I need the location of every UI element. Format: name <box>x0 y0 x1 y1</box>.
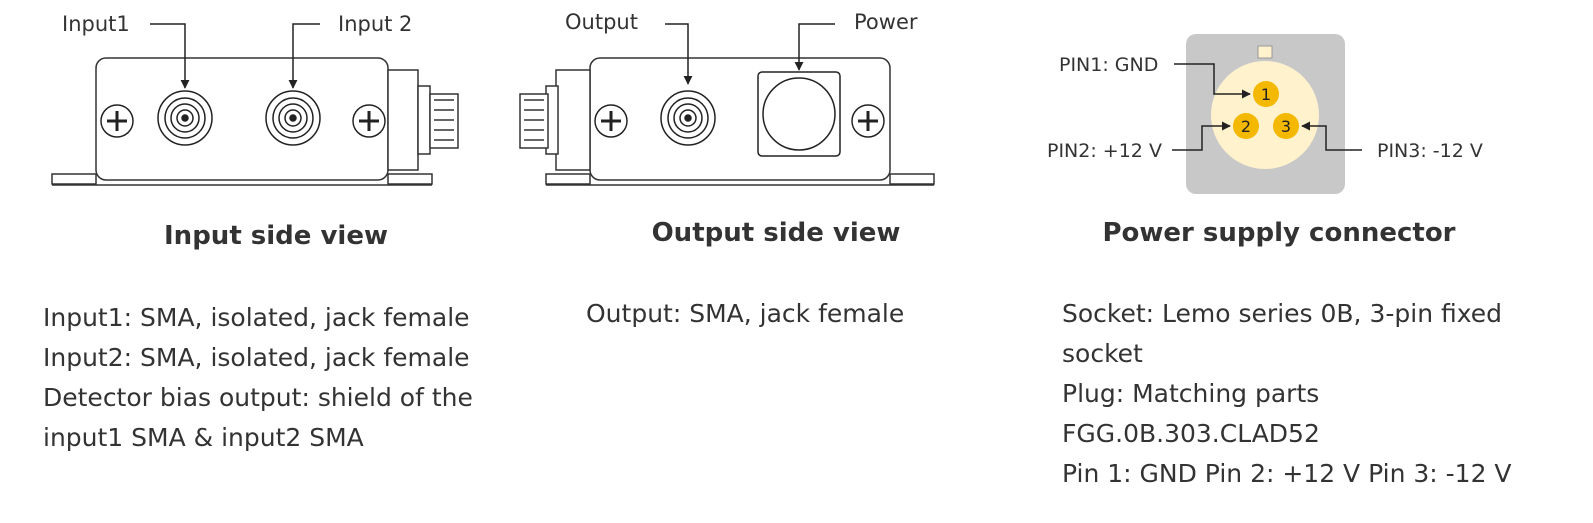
desc-line: Plug: Matching parts <box>1062 379 1320 408</box>
pin3-number: 3 <box>1281 117 1291 136</box>
pin3-label: PIN3: -12 V <box>1377 140 1483 162</box>
input-side-device <box>51 57 459 186</box>
desc-line: FGG.0B.303.CLAD52 <box>1062 419 1320 448</box>
desc-line: Input2: SMA, isolated, jack female <box>43 343 470 372</box>
output-sma-connector-icon <box>660 90 716 146</box>
input-screw-left-icon <box>100 104 134 138</box>
desc-line: Pin 1: GND Pin 2: +12 V Pin 3: -12 V <box>1062 459 1512 488</box>
power-socket-icon <box>757 71 841 157</box>
output-callout-arrow <box>665 23 693 85</box>
desc-line: socket <box>1062 339 1143 368</box>
pin2-contact <box>1233 113 1259 139</box>
input1-label: Input1 <box>62 12 130 36</box>
pin2-number: 2 <box>1241 117 1251 136</box>
input-screw-right-icon <box>352 104 386 138</box>
input-side-description: Input1: SMA, isolated, jack female Input… <box>43 298 473 458</box>
input1-sma-connector-icon <box>157 90 213 146</box>
output-screw-left-icon <box>594 104 628 138</box>
connector-face <box>1211 61 1319 169</box>
pin2-callout-arrow <box>1172 121 1231 151</box>
pin1-label: PIN1: GND <box>1059 54 1158 76</box>
connector-description: Socket: Lemo series 0B, 3-pin fixed sock… <box>1062 294 1512 494</box>
input1-callout-arrow <box>150 23 190 89</box>
output-side-caption: Output side view <box>651 218 901 248</box>
input-side-caption: Input side view <box>164 221 388 251</box>
connector-caption: Power supply connector <box>1102 218 1456 248</box>
desc-line: Output: SMA, jack female <box>586 299 905 328</box>
input2-label: Input 2 <box>338 12 412 36</box>
power-callout-arrow <box>794 23 835 71</box>
output-label: Output <box>565 10 638 34</box>
desc-line: Input1: SMA, isolated, jack female <box>43 303 470 332</box>
pin3-contact <box>1273 113 1299 139</box>
power-label: Power <box>854 10 918 34</box>
pin1-contact <box>1253 81 1279 107</box>
pin1-number: 1 <box>1261 85 1271 104</box>
input2-callout-arrow <box>288 23 320 89</box>
pin2-label: PIN2: +12 V <box>1047 140 1162 162</box>
output-screw-right-icon <box>851 104 885 138</box>
connector-key-notch <box>1257 45 1273 59</box>
output-side-description: Output: SMA, jack female <box>586 294 904 334</box>
desc-line: Detector bias output: shield of the <box>43 383 473 412</box>
pin1-callout-arrow <box>1174 63 1251 99</box>
desc-line: Socket: Lemo series 0B, 3-pin fixed <box>1062 299 1503 328</box>
pin3-callout-arrow <box>1301 121 1362 151</box>
input2-sma-connector-icon <box>265 90 321 146</box>
desc-line: input1 SMA & input2 SMA <box>43 423 364 452</box>
